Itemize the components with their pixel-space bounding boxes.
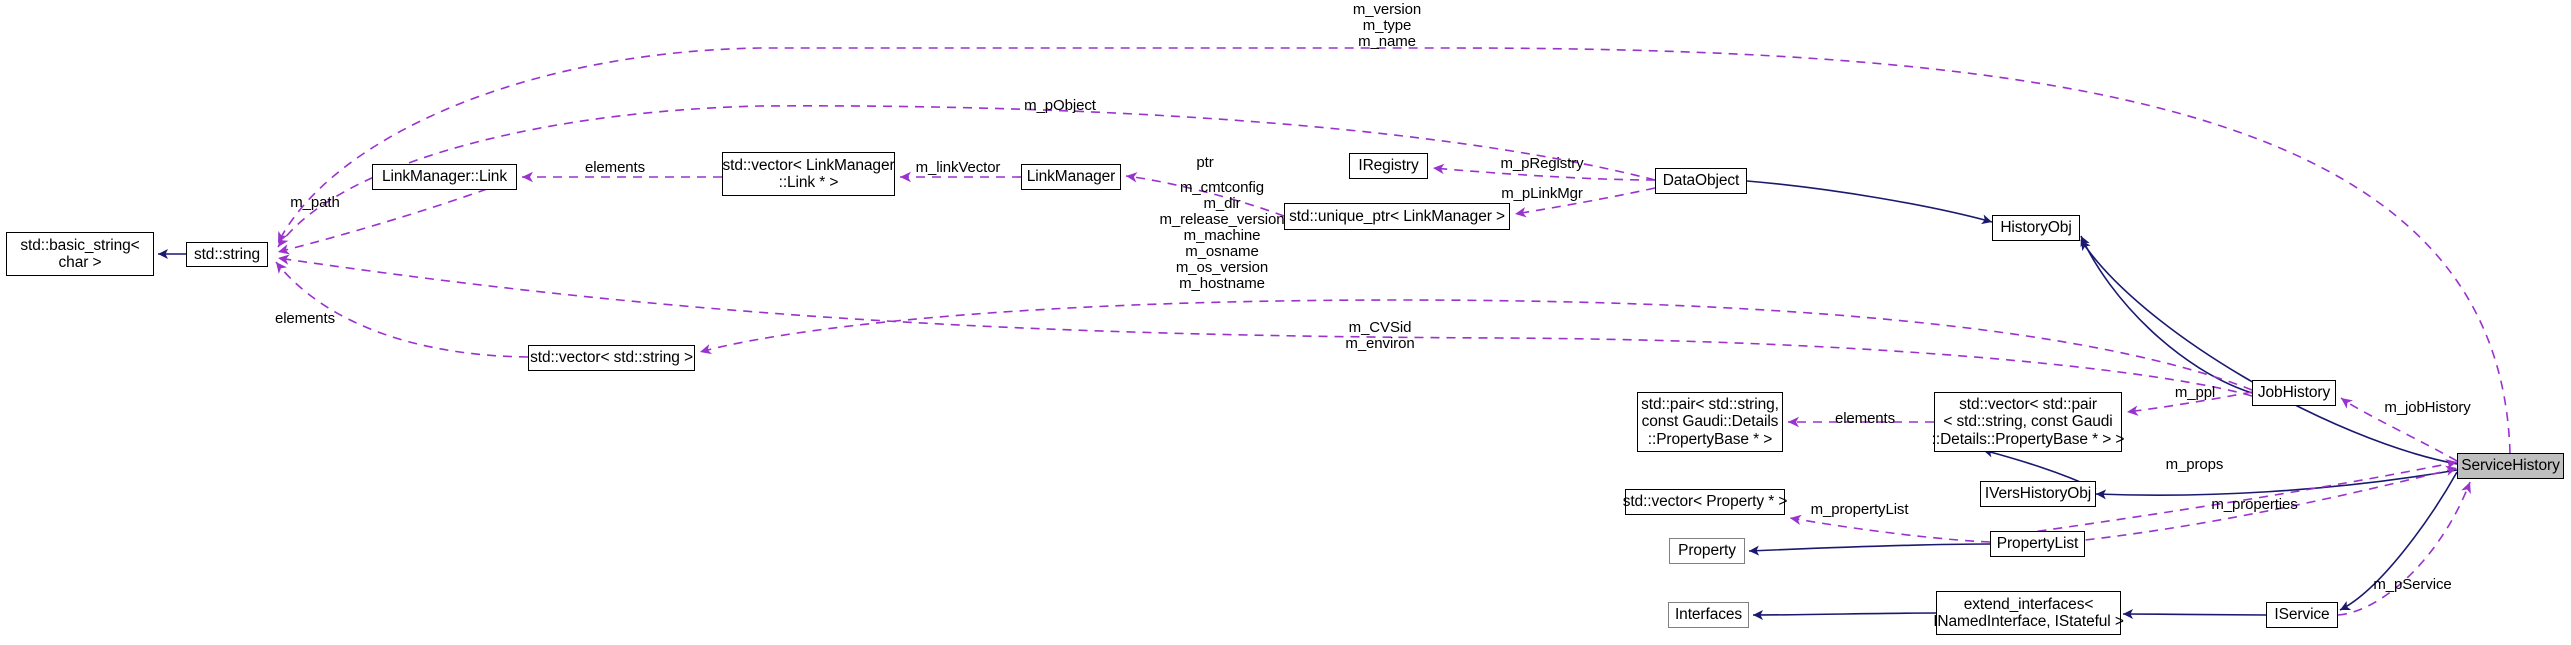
edge-historyobj-dataobject — [1746, 180, 1993, 225]
class-node-dataobject[interactable]: DataObject — [1655, 168, 1747, 194]
edge-label-lbl_elements_string: elements — [274, 310, 336, 327]
edge-jobhistory-historyobj — [2080, 235, 2253, 394]
edge-servicehistory-iversobj — [2095, 469, 2458, 500]
class-node-jobhistory[interactable]: JobHistory — [2252, 380, 2336, 406]
edge-propertylist-vecproperty — [1789, 514, 1991, 543]
edge-label-lbl_ppl: m_ppl — [2174, 384, 2216, 401]
edge-label-lbl_pRegistry: m_pRegistry — [1500, 155, 1584, 172]
class-node-basic_string[interactable]: std::basic_string< char > — [6, 232, 154, 276]
class-node-vec_pair_string_pb[interactable]: std::vector< std::pair < std::string, co… — [1932, 392, 2124, 452]
class-node-vec_property[interactable]: std::vector< Property * > — [1623, 489, 1787, 515]
class-node-property[interactable]: Property — [1669, 538, 1745, 564]
edge-servicehistory-iservice-pservice — [2337, 481, 2471, 616]
edge-label-lbl_pObject: m_pObject — [1024, 97, 1096, 114]
class-node-historyobj[interactable]: HistoryObj — [1992, 215, 2080, 241]
edge-label-lbl_propertyList: m_propertyList — [1810, 501, 1909, 518]
class-node-unique_ptr_lm[interactable]: std::unique_ptr< LinkManager > — [1284, 203, 1510, 230]
edge-label-lbl_pService: m_pService — [2373, 576, 2452, 593]
edge-label-lbl_path: m_path — [290, 194, 340, 211]
edge-label-lbl_cvsid_environ: m_CVSid m_environ — [1345, 319, 1415, 352]
edge-label-lbl_jobHistory: m_jobHistory — [2384, 399, 2471, 416]
class-node-string[interactable]: std::string — [186, 242, 268, 267]
edge-iservice-extendinterfaces — [2122, 609, 2267, 620]
class-node-iservice[interactable]: IService — [2266, 602, 2338, 628]
class-node-interfaces[interactable]: Interfaces — [1668, 602, 1749, 628]
class-node-servicehistory[interactable]: ServiceHistory — [2457, 453, 2564, 479]
class-node-vec_string[interactable]: std::vector< std::string > — [528, 345, 695, 371]
class-node-linkmanager[interactable]: LinkManager — [1021, 164, 1121, 190]
edge-label-lbl_properties: m_properties — [2211, 496, 2298, 513]
edge-servicehistory-historyobj — [2080, 239, 2458, 465]
edge-label-lbl_elements_link: elements — [584, 159, 646, 176]
class-node-lm_link[interactable]: LinkManager::Link — [372, 164, 517, 190]
edge-label-lbl_version_type_name: m_version m_type m_name — [1352, 1, 1422, 50]
edge-label-lbl_pLinkMgr: m_pLinkMgr — [1501, 185, 1583, 202]
class-node-iregistry[interactable]: IRegistry — [1349, 153, 1428, 179]
edge-label-lbl_props: m_props — [2165, 456, 2224, 473]
class-node-vec_lm_link[interactable]: std::vector< LinkManager ::Link * > — [722, 152, 895, 196]
edge-extendinterfaces-interfaces — [1752, 609, 1937, 620]
edge-jobhistory-vecstring — [699, 299, 2253, 391]
edge-propertylist-property — [1748, 543, 1991, 556]
class-node-extend_interfaces[interactable]: extend_interfaces< INamedInterface, ISta… — [1933, 591, 2124, 635]
edge-label-lbl_ptr: ptr — [1196, 154, 1214, 171]
class-node-propertylist[interactable]: PropertyList — [1990, 531, 2085, 557]
edge-label-lbl_cmt_block: m_cmtconfig m_dir m_release_version m_ma… — [1159, 179, 1285, 292]
class-node-pair_string_pb[interactable]: std::pair< std::string, const Gaudi::Det… — [1637, 392, 1783, 452]
edge-label-lbl_linkVector: m_linkVector — [915, 159, 1001, 176]
edge-label-lbl_elements_pair: elements — [1834, 410, 1896, 427]
class-node-iversobj[interactable]: IVersHistoryObj — [1980, 481, 2096, 507]
